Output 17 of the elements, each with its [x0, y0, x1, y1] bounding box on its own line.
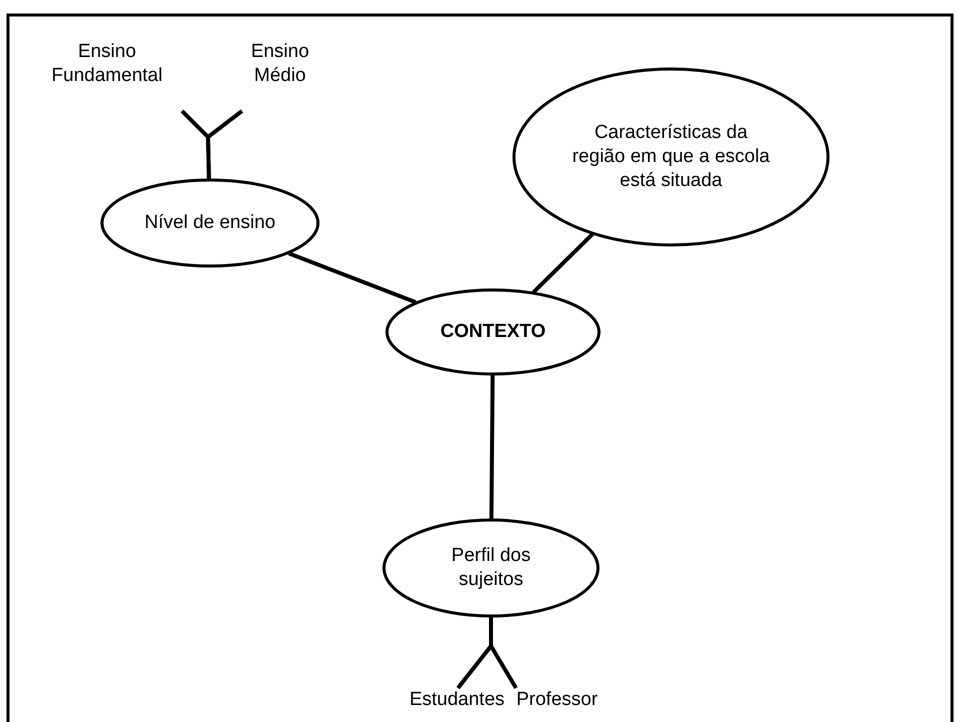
concept-label: Ensino Médio — [232, 40, 328, 112]
concept-ellipse — [382, 518, 600, 618]
concept-label: Perfil dos sujeitos — [450, 544, 532, 592]
concept-label: Características da região em que a escola está situada — [571, 121, 771, 193]
connector-line — [206, 109, 244, 180]
concept-label: Ensino Fundamental — [30, 40, 184, 112]
concept-label: Estudantes — [405, 688, 509, 720]
connector-line — [489, 374, 495, 520]
concept-label: Nível de ensino — [144, 211, 276, 235]
concept-label: Professor — [512, 688, 602, 720]
concept-label: CONTEXTO — [439, 320, 547, 344]
concept-ellipse — [512, 67, 830, 247]
connector-line — [288, 252, 416, 304]
connector-line — [489, 617, 518, 690]
connector-line — [532, 232, 594, 294]
concept-ellipse — [385, 288, 601, 376]
concept-ellipse — [100, 178, 320, 268]
